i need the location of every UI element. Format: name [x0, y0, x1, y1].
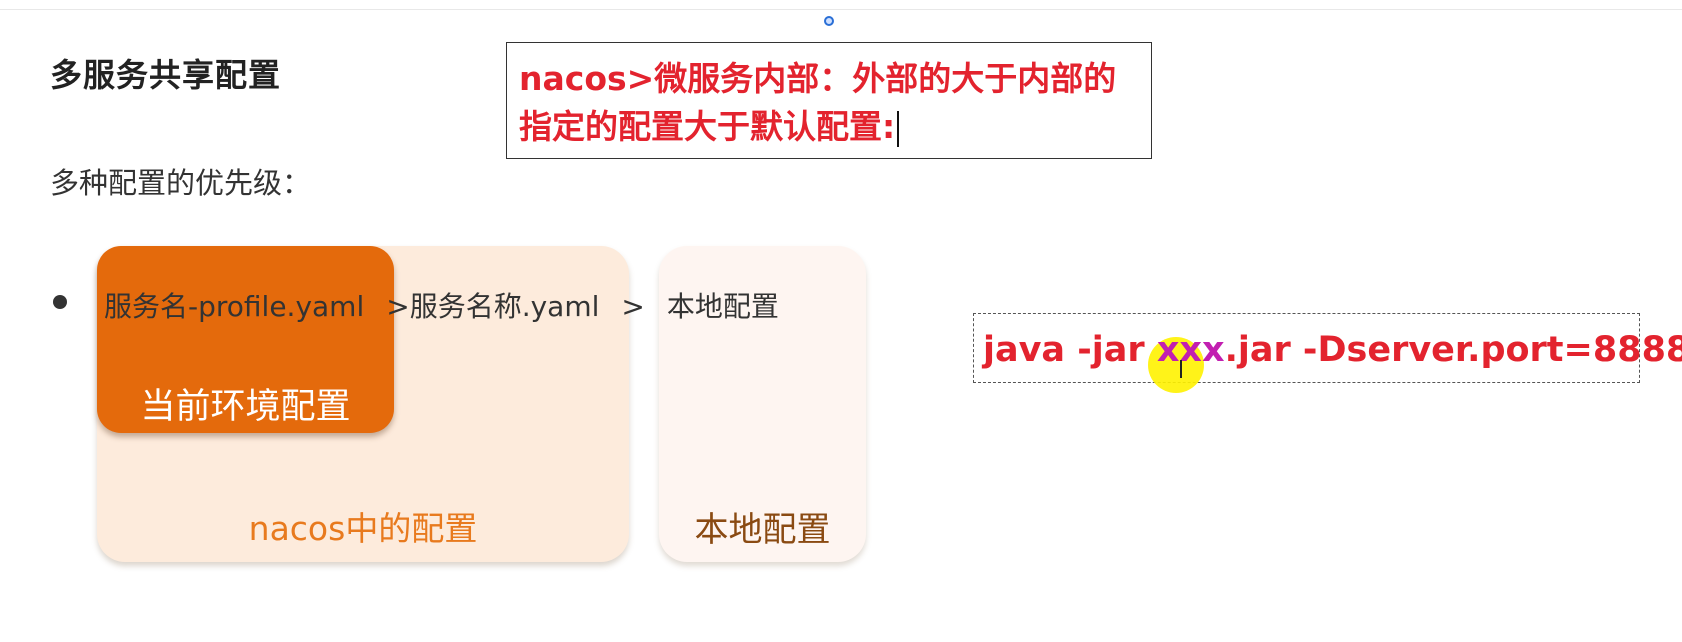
slide-title: 多服务共享配置 — [50, 56, 282, 94]
priority-item-service: 服务名称.yaml — [409, 290, 600, 323]
priority-item-profile: 服务名-profile.yaml — [104, 290, 365, 323]
local-config-box — [659, 246, 866, 562]
priority-separator-1: > — [386, 290, 410, 323]
annotation-line-2-text: 指定的配置大于默认配置: — [519, 107, 896, 146]
pointer-indicator-icon — [824, 16, 834, 26]
annotation-line-1: nacos>微服务内部：外部的大于内部的 — [519, 59, 1117, 98]
command-prefix: java -jar — [983, 330, 1157, 370]
command-textbox[interactable] — [973, 313, 1640, 383]
annotation-line-2: 指定的配置大于默认配置: — [519, 103, 1141, 151]
ibeam-cursor-icon — [1180, 360, 1182, 378]
bullet-dot-icon — [53, 295, 67, 309]
priority-separator-2: > — [621, 290, 645, 323]
slide-subtitle: 多种配置的优先级： — [50, 166, 312, 200]
annotation-textbox[interactable]: nacos>微服务内部：外部的大于内部的 指定的配置大于默认配置: — [506, 42, 1152, 159]
local-box-label: 本地配置 — [694, 510, 831, 550]
priority-order: 服务名-profile.yaml>服务名称.yaml>本地配置 — [104, 285, 779, 325]
top-divider — [0, 9, 1682, 10]
command-placeholder-xxx: xxx — [1156, 330, 1225, 370]
text-caret — [897, 110, 900, 147]
nacos-box-label: nacos中的配置 — [248, 509, 478, 548]
command-suffix: .jar -Dserver.port=8888 — [1224, 330, 1682, 370]
profile-box-label: 当前环境配置 — [140, 387, 351, 427]
priority-item-local: 本地配置 — [666, 290, 779, 323]
command-text: java -jar xxx.jar -Dserver.port=8888 — [983, 330, 1682, 370]
cursor-highlight — [1148, 337, 1204, 393]
profile-config-box — [97, 246, 394, 433]
